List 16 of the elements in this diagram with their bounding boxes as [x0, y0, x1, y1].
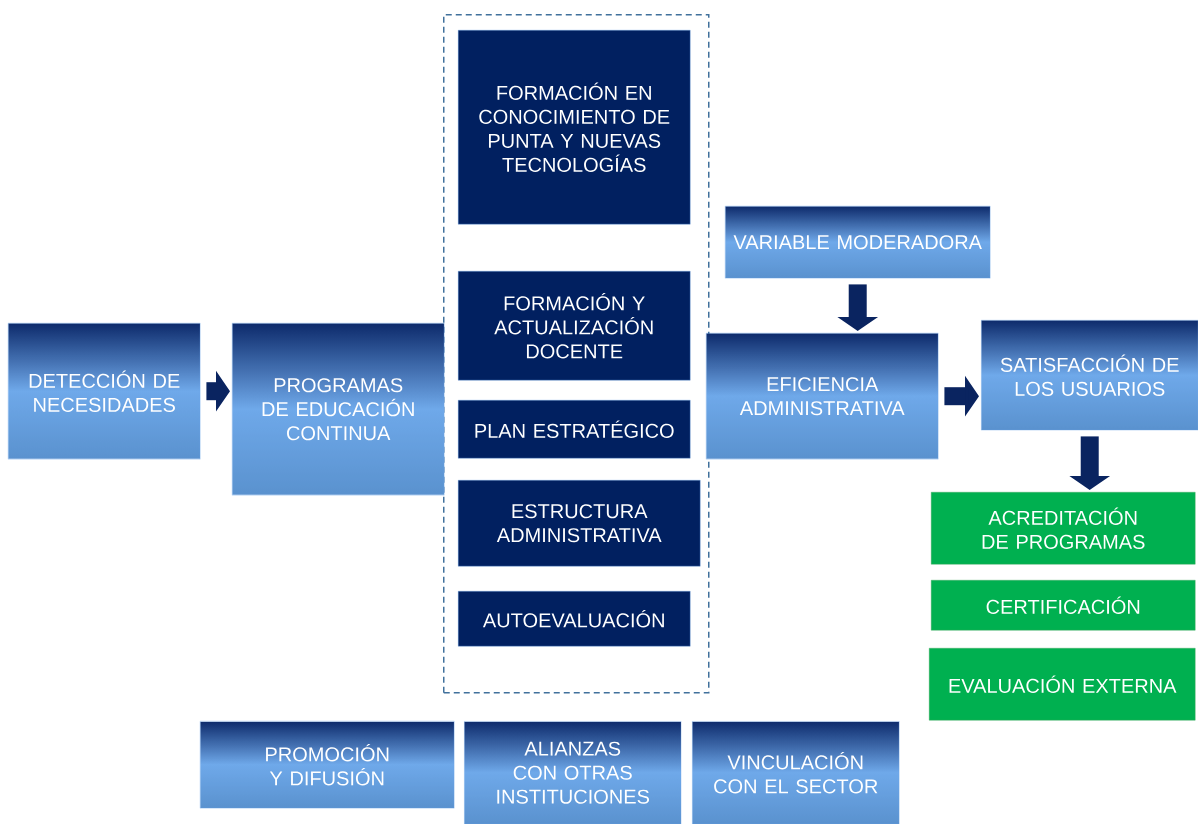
- process-box: FORMACIÓN Y ACTUALIZACIÓN DOCENTE: [458, 271, 691, 381]
- process-box: PROMOCIÓN Y DIFUSIÓN: [200, 721, 455, 809]
- outcome-box: EVALUACIÓN EXTERNA: [929, 648, 1196, 721]
- process-box: VARIABLE MODERADORA: [725, 206, 991, 279]
- process-box: PROGRAMAS DE EDUCACIÓN CONTINUA: [232, 323, 445, 496]
- process-box: DETECCIÓN DE NECESIDADES: [8, 323, 201, 460]
- process-box: PLAN ESTRATÉGICO: [458, 400, 691, 459]
- process-box: ALIANZAS CON OTRAS INSTITUCIONES: [464, 721, 682, 824]
- outcome-box: CERTIFICACIÓN: [931, 580, 1196, 631]
- process-box: ESTRUCTURA ADMINISTRATIVA: [458, 480, 701, 567]
- process-box: AUTOEVALUACIÓN: [458, 591, 691, 647]
- process-box: FORMACIÓN EN CONOCIMIENTO DE PUNTA Y NUEVAS TECNOLOGÍAS: [458, 30, 691, 225]
- process-box: EFICIENCIA ADMINISTRATIVA: [706, 333, 939, 460]
- process-box: SATISFACCIÓN DE LOS USUARIOS: [981, 320, 1198, 431]
- process-box: VINCULACIÓN CON EL SECTOR: [692, 721, 900, 824]
- outcome-box: ACREDITACIÓN DE PROGRAMAS: [931, 492, 1196, 565]
